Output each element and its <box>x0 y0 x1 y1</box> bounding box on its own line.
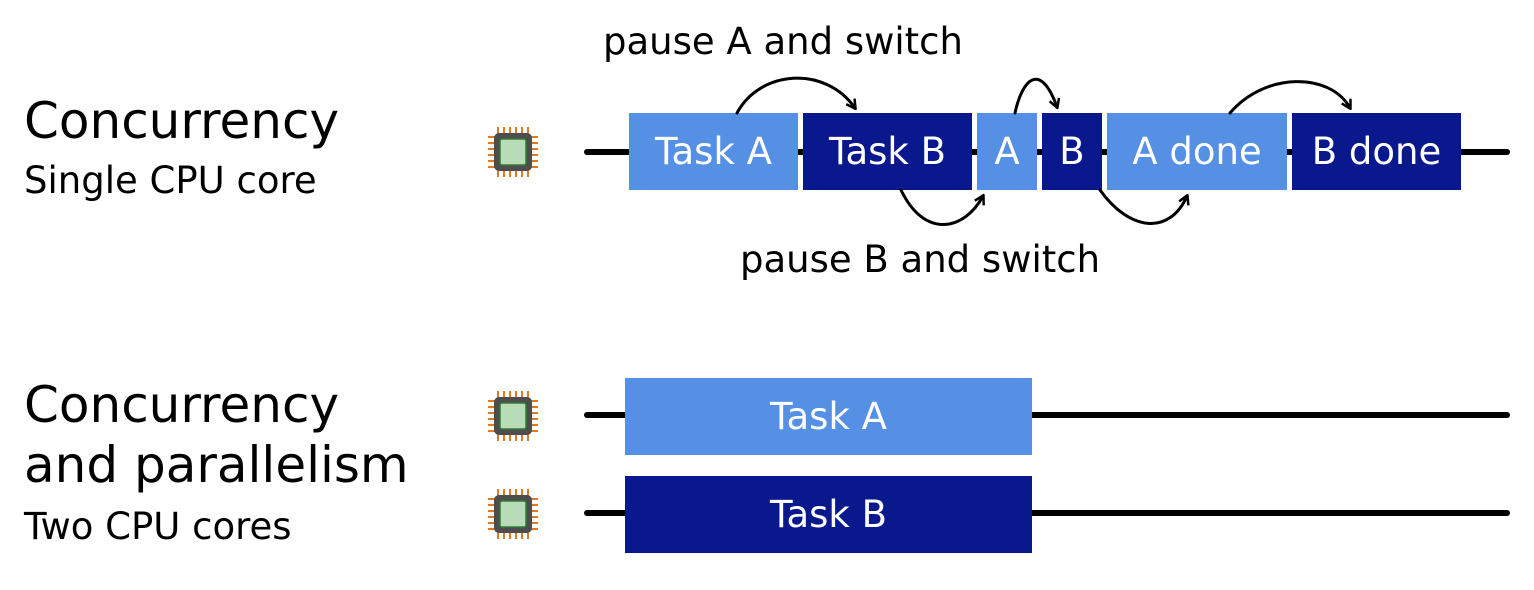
task-a-block: Task A <box>629 113 798 190</box>
task-a-done-block: A done <box>1107 113 1287 190</box>
cpu-chip-icon <box>488 391 538 441</box>
curved-arrow-icon <box>735 76 855 115</box>
cpu-chip-icon <box>488 127 538 177</box>
single-core-subtitle: Single CPU core <box>24 159 317 202</box>
pause-b-annotation: pause B and switch <box>740 238 1101 281</box>
curved-arrow-icon <box>899 188 983 226</box>
task-b-resume-block: B <box>1042 113 1102 190</box>
concurrency-title: Concurrency <box>24 92 340 150</box>
core2-task-b-block: Task B <box>625 476 1032 553</box>
curved-arrow-icon <box>1228 80 1350 115</box>
core1-timeline <box>584 412 1510 418</box>
curved-arrow-icon <box>1098 188 1187 225</box>
curved-arrow-icon <box>1013 77 1057 115</box>
two-cores-subtitle: Two CPU cores <box>24 505 292 548</box>
pause-a-annotation: pause A and switch <box>603 20 963 63</box>
core2-timeline <box>584 510 1510 516</box>
cpu-chip-icon <box>488 489 538 539</box>
task-b-done-block: B done <box>1292 113 1461 190</box>
parallel-title-line2: and parallelism <box>24 436 409 494</box>
core1-task-a-block: Task A <box>625 378 1032 455</box>
task-b-block: Task B <box>803 113 972 190</box>
task-a-resume-block: A <box>977 113 1037 190</box>
parallel-title-line1: Concurrency <box>24 376 340 434</box>
